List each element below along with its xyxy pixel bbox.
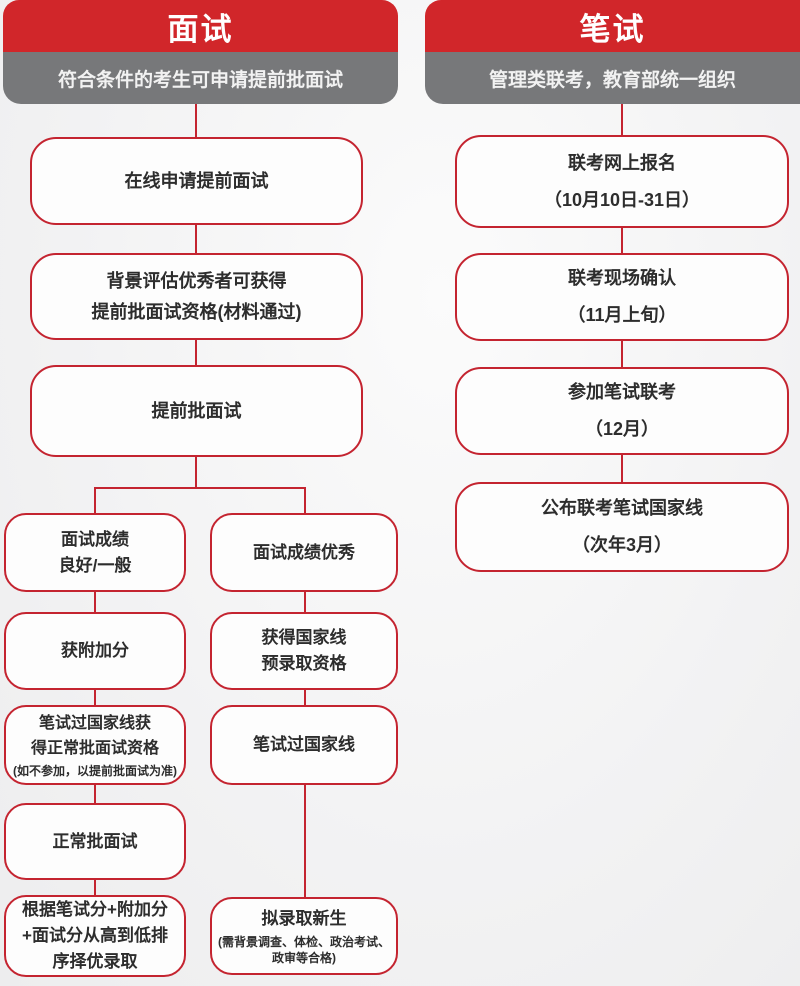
step-label: 根据笔试分+附加分 +面试分从高到低排 序择优录取	[22, 900, 168, 971]
box-onsite-confirm: 联考现场确认 （11月上旬）	[455, 253, 789, 341]
interview-column-header: 面试 符合条件的考生可申请提前批面试	[3, 0, 398, 104]
step-label: 参加笔试联考 （12月）	[568, 382, 676, 439]
connector-line	[304, 487, 306, 514]
box-score-good: 面试成绩 良好/一般	[4, 513, 186, 592]
box-score-excellent: 面试成绩优秀	[210, 513, 398, 592]
connector-line	[94, 783, 96, 805]
connector-line	[621, 104, 623, 137]
interview-title-bar: 面试	[3, 0, 398, 52]
written-title-bar: 笔试	[425, 0, 800, 52]
box-background-eval: 背景评估优秀者可获得 提前批面试资格(材料通过)	[30, 253, 363, 340]
connector-line	[304, 783, 306, 899]
step-label: 背景评估优秀者可获得 提前批面试资格(材料通过)	[91, 270, 302, 322]
written-title: 笔试	[579, 11, 646, 47]
step-label: 联考现场确认 （11月上旬）	[567, 268, 677, 325]
box-online-registration: 联考网上报名 （10月10日-31日）	[455, 135, 789, 228]
interview-subtitle-bar: 符合条件的考生可申请提前批面试	[3, 52, 398, 104]
step-label: 在线申请提前面试	[124, 170, 269, 191]
step-label: 提前批面试	[151, 400, 242, 421]
connector-line	[304, 590, 306, 614]
step-label: 面试成绩 良好/一般	[58, 529, 132, 575]
connector-branch-split	[94, 487, 306, 489]
connector-line	[94, 688, 96, 707]
written-subtitle-bar: 管理类联考，教育部统一组织	[425, 52, 800, 104]
step-label: 笔试过国家线	[253, 735, 355, 754]
connector-line	[304, 688, 306, 707]
connector-line	[621, 339, 623, 369]
connector-line	[195, 338, 197, 365]
step-label: 拟录取新生	[261, 909, 347, 928]
box-preadmission: 获得国家线 预录取资格	[210, 612, 398, 690]
step-label: 联考网上报名 （10月10日-31日）	[543, 152, 701, 210]
step-label: 正常批面试	[52, 831, 138, 851]
connector-line	[195, 455, 197, 489]
written-subtitle: 管理类联考，教育部统一组织	[488, 69, 736, 91]
step-note: (如不参加，以提前批面试为准)	[13, 764, 177, 778]
step-label: 获附加分	[61, 641, 129, 660]
box-bonus-points: 获附加分	[4, 612, 186, 690]
box-early-interview: 提前批面试	[30, 365, 363, 457]
box-national-line-announce: 公布联考笔试国家线 （次年3月）	[455, 482, 789, 572]
box-pass-national-line: 笔试过国家线	[210, 705, 398, 785]
connector-line	[94, 590, 96, 614]
box-admitted-students: 拟录取新生 (需背景调查、体检、政治考试、 政审等合格)	[210, 897, 398, 975]
box-take-exam: 参加笔试联考 （12月）	[455, 367, 789, 455]
connector-line	[94, 487, 96, 514]
box-rank-admission: 根据笔试分+附加分 +面试分从高到低排 序择优录取	[4, 895, 186, 977]
step-label: 面试成绩优秀	[253, 542, 355, 562]
step-label: 获得国家线 预录取资格	[261, 628, 347, 673]
connector-line	[621, 453, 623, 484]
step-label: 笔试过国家线获 得正常批面试资格	[30, 715, 159, 757]
interview-title: 面试	[167, 11, 234, 47]
connector-line	[94, 878, 96, 897]
box-pass-line-normal: 笔试过国家线获 得正常批面试资格 (如不参加，以提前批面试为准)	[4, 705, 186, 785]
connector-line	[195, 104, 197, 137]
step-note: (需背景调查、体检、政治考试、 政审等合格)	[218, 935, 390, 965]
box-normal-interview: 正常批面试	[4, 803, 186, 880]
box-online-apply: 在线申请提前面试	[30, 137, 363, 225]
interview-subtitle: 符合条件的考生可申请提前批面试	[57, 69, 343, 91]
written-column-header: 笔试 管理类联考，教育部统一组织	[425, 0, 800, 104]
step-label: 公布联考笔试国家线 （次年3月）	[541, 498, 703, 555]
connector-line	[195, 223, 197, 253]
connector-line	[621, 226, 623, 255]
